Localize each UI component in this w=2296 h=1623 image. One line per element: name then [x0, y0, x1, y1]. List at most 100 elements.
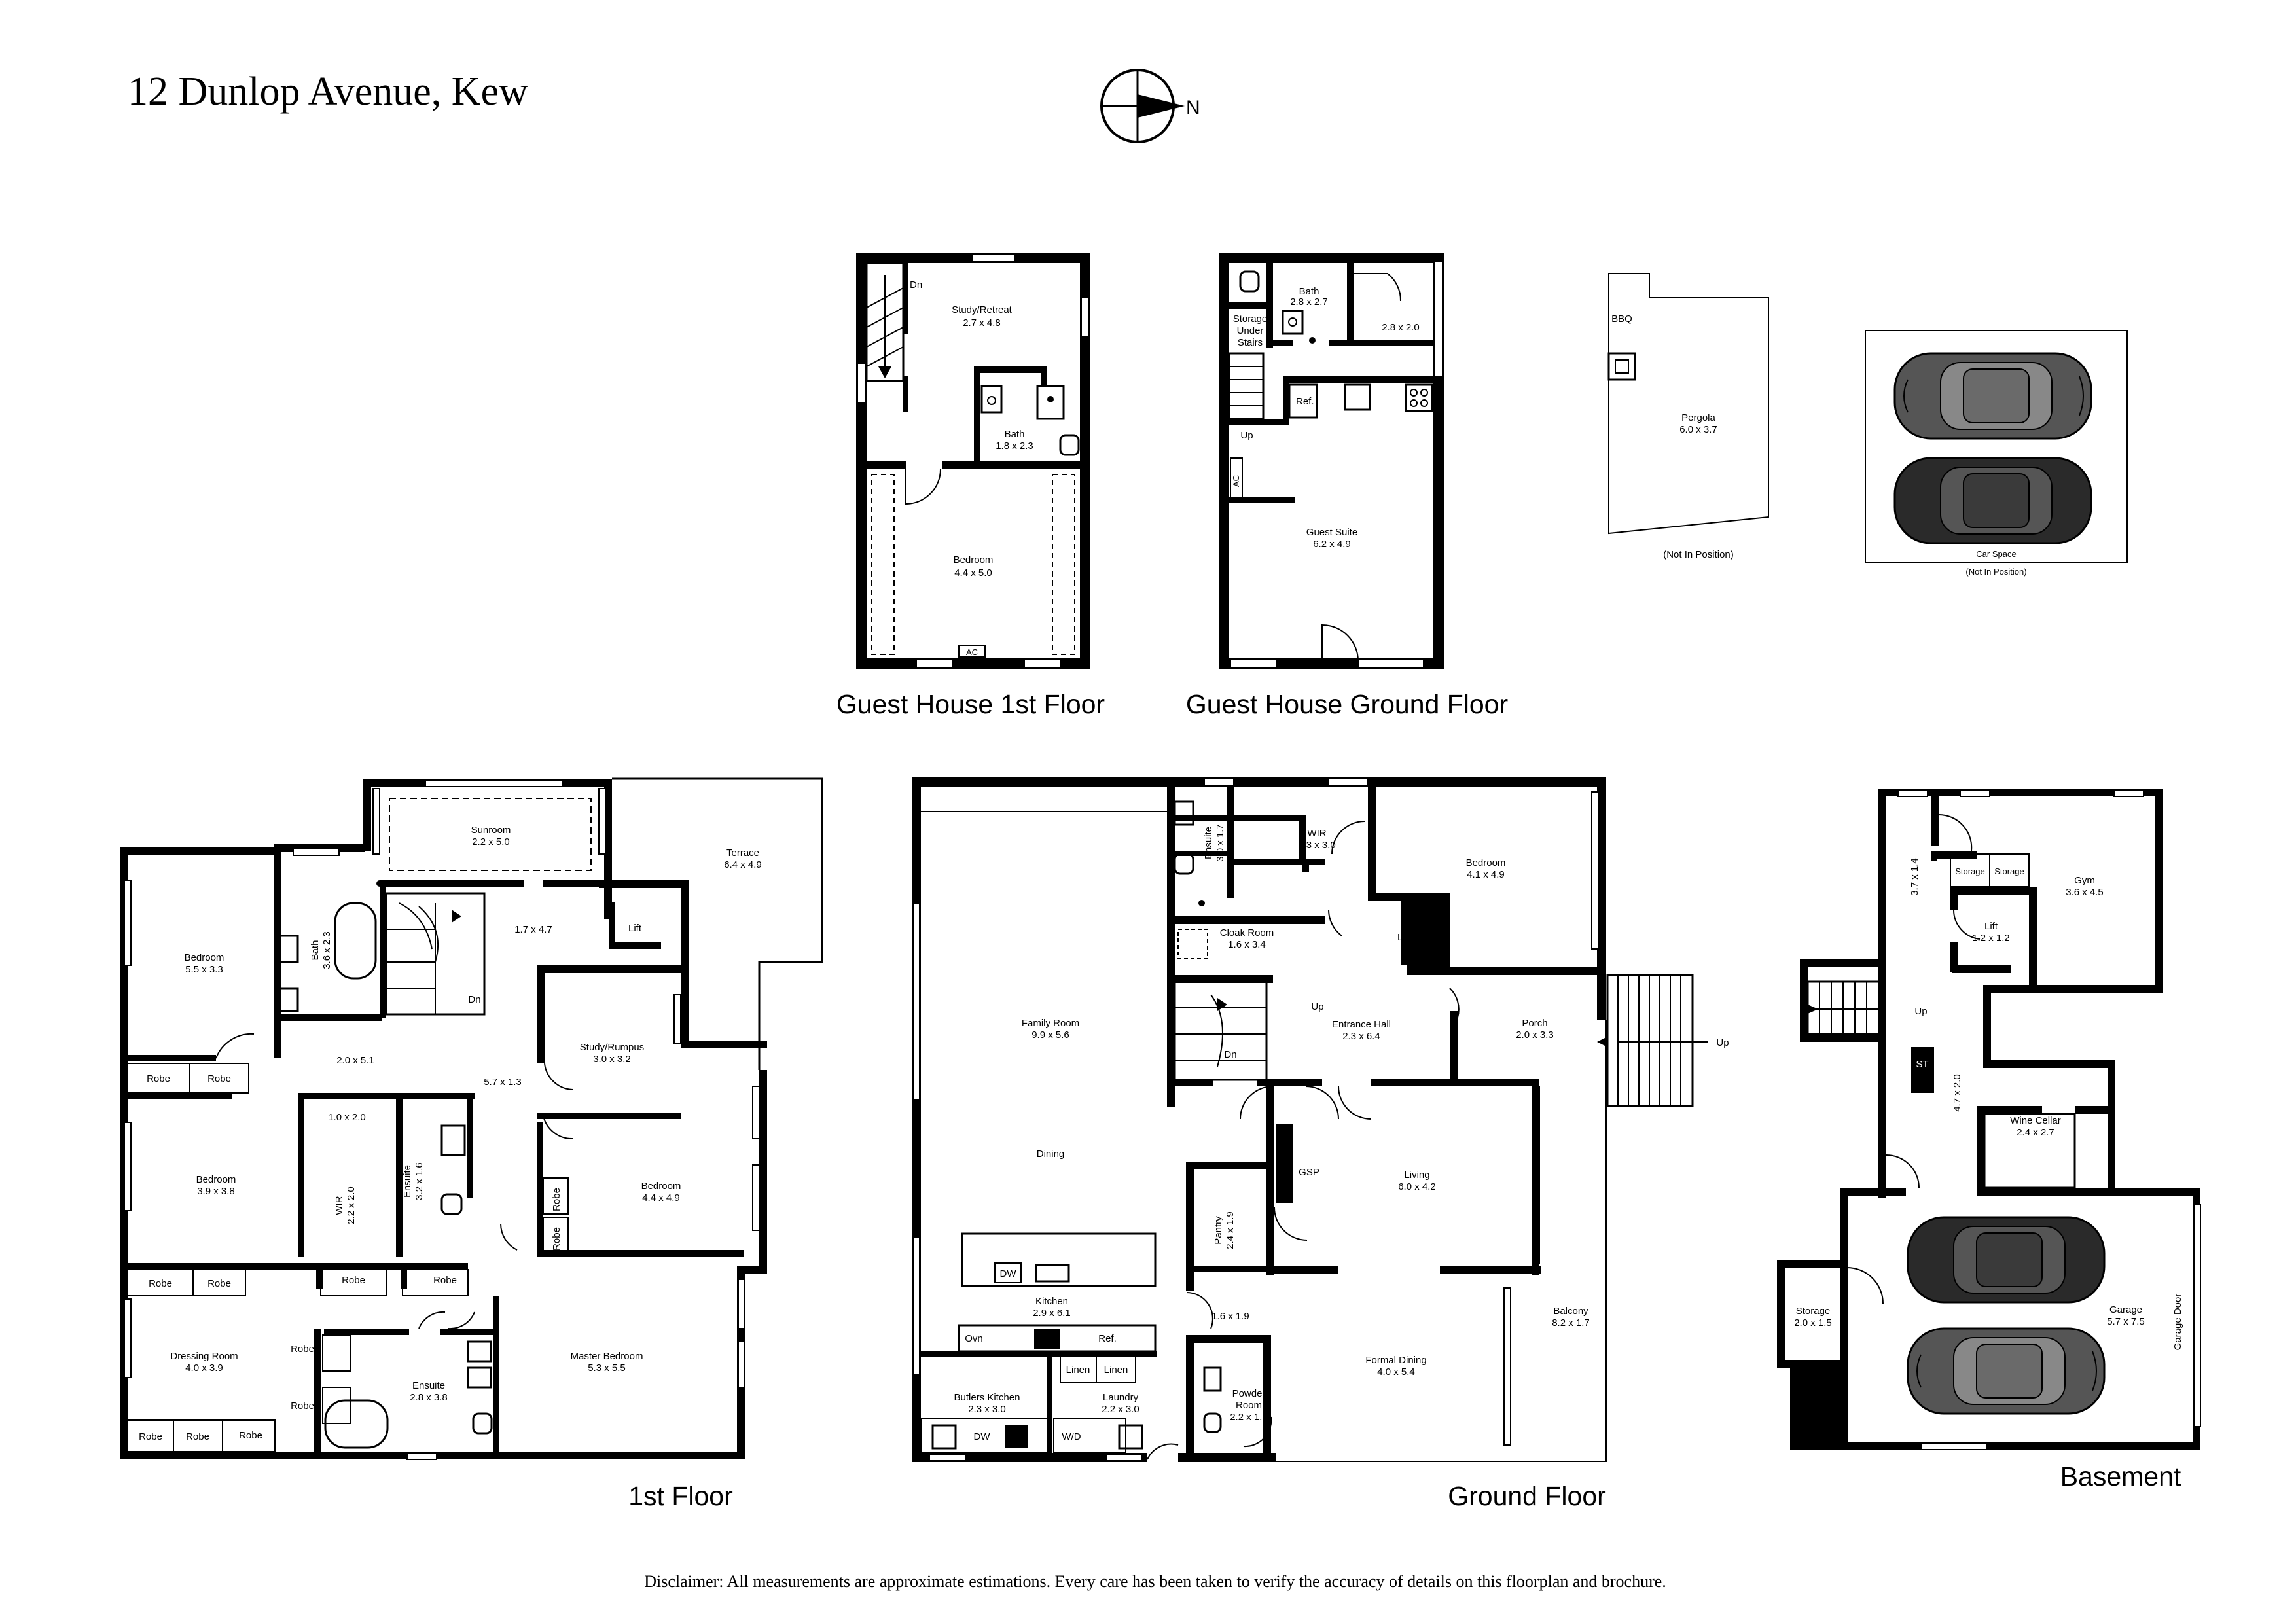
- ff-robe-label: Robe: [147, 1073, 170, 1084]
- ff-ensuite2-dim: 2.8 x 3.8: [410, 1392, 448, 1403]
- gf-lift-label: Lift: [1397, 932, 1411, 943]
- ff-ensuite1-dim: 3.2 x 1.6: [414, 1162, 425, 1200]
- gf-kitchen-dim: 2.9 x 6.1: [1033, 1308, 1071, 1319]
- gf-gsp-label: GSP: [1299, 1167, 1319, 1178]
- gf-dn-label: Dn: [1224, 1049, 1236, 1060]
- ghg-ref-label: Ref.: [1296, 396, 1314, 407]
- ff-robe-label: Robe: [139, 1431, 162, 1442]
- compass-icon: [1100, 69, 1185, 143]
- gf-powder-2: Room: [1236, 1400, 1262, 1411]
- bs-gym-name: Gym: [2074, 875, 2095, 886]
- bs-garage-name: Garage: [2109, 1304, 2142, 1315]
- bs-garage-door-label: Garage Door: [2172, 1294, 2183, 1351]
- bs-hall-dim: 4.7 x 2.0: [1952, 1074, 1963, 1112]
- ff-wir-dim: 2.2 x 2.0: [346, 1186, 357, 1224]
- gh1-study-dim: 2.7 x 4.8: [963, 317, 1001, 329]
- ff-robe-label: Robe: [551, 1188, 562, 1211]
- gf-linen-label: Linen: [1066, 1364, 1090, 1376]
- gf-family-name: Family Room: [1022, 1018, 1079, 1029]
- gf-entrance-name: Entrance Hall: [1332, 1019, 1391, 1030]
- gf-ref-label: Ref.: [1098, 1333, 1117, 1344]
- gh1-bedroom-name: Bedroom: [954, 554, 994, 565]
- bs-lift-dim: 1.2 x 1.2: [1972, 933, 2010, 944]
- ff-robe-label: Robe: [186, 1431, 209, 1442]
- ff-master-name: Master Bedroom: [571, 1351, 643, 1362]
- ff-lift-label: Lift: [628, 923, 642, 934]
- gf-dw-label: DW: [974, 1431, 991, 1442]
- ff-bed3-dim: 4.4 x 4.9: [642, 1192, 680, 1204]
- ff-hall1-dim: 1.7 x 4.7: [514, 924, 552, 935]
- ff-bed1-dim: 5.5 x 3.3: [185, 964, 223, 975]
- gh1-dn-label: Dn: [910, 279, 922, 291]
- ff-dn-label: Dn: [468, 994, 480, 1005]
- ff-robe-label: Robe: [551, 1227, 562, 1251]
- gf-dining-label: Dining: [1037, 1149, 1065, 1160]
- gf-ensuite-name: Ensuite: [1203, 827, 1214, 859]
- gf-cloak-name: Cloak Room: [1220, 927, 1274, 938]
- ff-small-dim: 1.0 x 2.0: [328, 1112, 366, 1123]
- bs-storage-label: Storage: [1955, 866, 1985, 876]
- ff-bed3-name: Bedroom: [641, 1181, 681, 1192]
- car-space-not-in-position: (Not In Position): [1965, 567, 2026, 577]
- bs-storage-name: Storage: [1796, 1306, 1831, 1317]
- ff-robe-label: Robe: [207, 1073, 231, 1084]
- gf-porch-name: Porch: [1522, 1018, 1547, 1029]
- bs-wine-name: Wine Cellar: [2010, 1115, 2061, 1126]
- ghg-up-label: Up: [1240, 430, 1253, 441]
- gf-linen-label: Linen: [1104, 1364, 1128, 1376]
- gf-balcony-dim: 8.2 x 1.7: [1552, 1317, 1590, 1329]
- gf-cloak-dim: 1.6 x 3.4: [1228, 939, 1266, 950]
- bbq-label: BBQ: [1611, 313, 1632, 325]
- ff-robe-label: Robe: [149, 1278, 172, 1289]
- ff-robe-label: Robe: [291, 1400, 314, 1412]
- gf-porch-dim: 2.0 x 3.3: [1516, 1029, 1554, 1041]
- gf-living-name: Living: [1404, 1169, 1429, 1181]
- ghg-storage-1: Storage: [1233, 313, 1268, 325]
- gf-bedroom-dim: 4.1 x 4.9: [1467, 869, 1505, 880]
- ff-bed2-dim: 3.9 x 3.8: [197, 1186, 235, 1197]
- ground-floor-plan: Ensuite 3.0 x 1.7 WIR 2.3 x 3.0 Bedroom …: [912, 777, 1729, 1462]
- pergola-not-in-position: (Not In Position): [1663, 549, 1734, 560]
- ff-bed2-name: Bedroom: [196, 1174, 236, 1185]
- gf-butlers-dim: 2.3 x 3.0: [968, 1404, 1006, 1415]
- gh1-bath-dim: 1.8 x 2.3: [996, 440, 1033, 452]
- bs-storage-label: Storage: [1994, 866, 2024, 876]
- gf-laundry-name: Laundry: [1103, 1392, 1139, 1403]
- first-floor-plan: Sunroom 2.2 x 5.0 Terrace 6.4 x 4.9 Bedr…: [120, 777, 823, 1460]
- ff-robe-label: Robe: [433, 1275, 457, 1286]
- bs-garage-dim: 5.7 x 7.5: [2107, 1316, 2145, 1327]
- pergola-name: Pergola: [1681, 412, 1715, 423]
- bs-wine-dim: 2.4 x 2.7: [2017, 1127, 2054, 1138]
- disclaimer: Disclaimer: All measurements are approxi…: [644, 1572, 1666, 1591]
- ghg-bath-name: Bath: [1299, 286, 1319, 297]
- guest-house-ground-floor-label: Guest House Ground Floor: [1186, 689, 1508, 719]
- basement-plan: 3.7 x 1.4 Storage Storage Gym 3.6 x 4.5 …: [1777, 789, 2201, 1450]
- ghg-storage-3: Stairs: [1238, 337, 1263, 348]
- pergola-plan: BBQ Pergola 6.0 x 3.7 (Not In Position): [1607, 273, 1769, 560]
- ff-hall3-dim: 5.7 x 1.3: [484, 1077, 522, 1088]
- ff-wir-name: WIR: [334, 1196, 345, 1215]
- compass-north-label: N: [1186, 97, 1200, 118]
- gf-up-label: Up: [1311, 1001, 1323, 1012]
- first-floor-label: 1st Floor: [628, 1481, 733, 1511]
- guest-house-1st-floor-label: Guest House 1st Floor: [836, 689, 1105, 719]
- ff-ensuite2-name: Ensuite: [412, 1380, 445, 1391]
- gf-kitchen-name: Kitchen: [1035, 1296, 1068, 1307]
- ff-sunroom-dim: 2.2 x 5.0: [472, 836, 510, 847]
- gf-living-dim: 6.0 x 4.2: [1398, 1181, 1436, 1192]
- gf-laundry-dim: 2.2 x 3.0: [1102, 1404, 1139, 1415]
- gf-formal-name: Formal Dining: [1365, 1355, 1426, 1366]
- gf-powder-1: Powder: [1232, 1388, 1266, 1399]
- gf-wir-name: WIR: [1307, 828, 1326, 839]
- gf-family-dim: 9.9 x 5.6: [1031, 1029, 1069, 1041]
- gf-pantry-dim: 2.4 x 1.9: [1225, 1211, 1236, 1249]
- gh1-bedroom-dim: 4.4 x 5.0: [954, 567, 992, 579]
- gf-formal-dim: 4.0 x 5.4: [1377, 1366, 1415, 1378]
- pergola-dim: 6.0 x 3.7: [1679, 424, 1717, 435]
- ff-dressing-dim: 4.0 x 3.9: [185, 1363, 223, 1374]
- ghg-storage-2: Under: [1237, 325, 1264, 336]
- bs-corridor-dim: 3.7 x 1.4: [1909, 858, 1920, 896]
- ff-master-dim: 5.3 x 5.5: [588, 1363, 626, 1374]
- bs-storage-dim: 2.0 x 1.5: [1794, 1317, 1832, 1329]
- ff-terrace-dim: 6.4 x 4.9: [724, 859, 762, 870]
